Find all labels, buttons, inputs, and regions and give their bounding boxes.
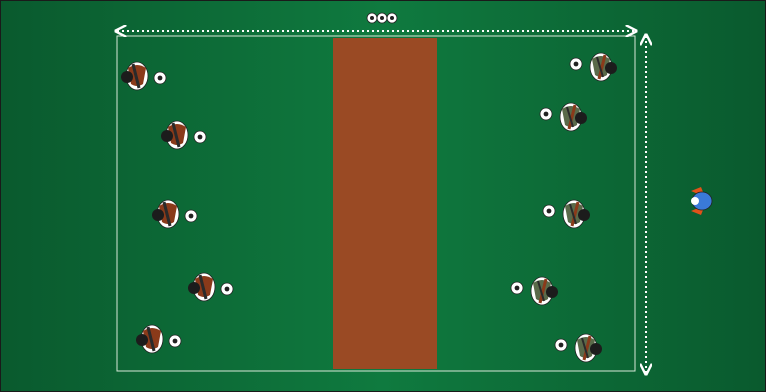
ball-icon — [540, 108, 552, 120]
ball-icon — [555, 339, 567, 351]
ball-icon — [543, 205, 555, 217]
ball-icon — [377, 13, 387, 23]
ball-stack — [367, 13, 397, 23]
central-zone — [333, 38, 437, 369]
ball-icon — [169, 335, 181, 347]
ball-icon — [367, 13, 377, 23]
ball-icon — [185, 210, 197, 222]
ball-icon — [154, 72, 166, 84]
ball-icon — [194, 131, 206, 143]
ball-icon — [570, 58, 582, 70]
ball-icon — [387, 13, 397, 23]
ball-icon — [511, 282, 523, 294]
ball-icon — [221, 283, 233, 295]
